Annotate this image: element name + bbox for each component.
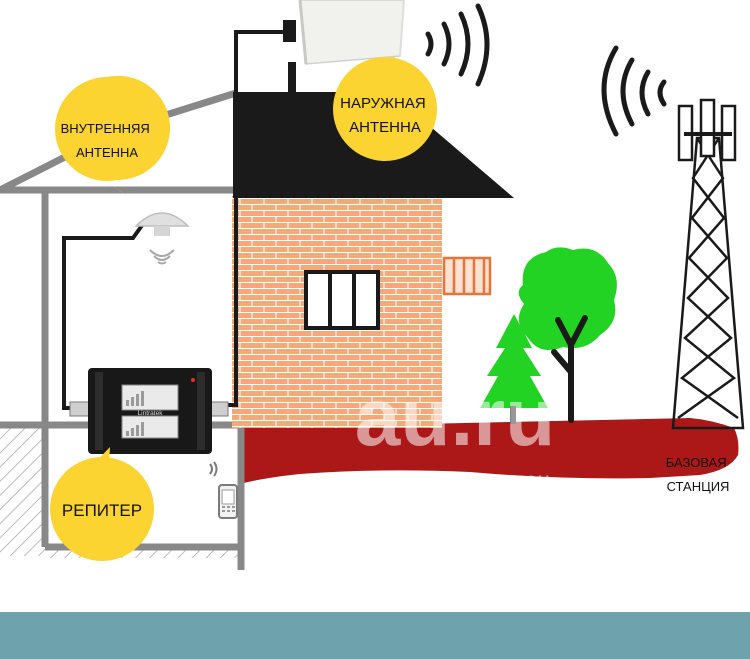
- outdoor-signal-icon: [425, 3, 490, 87]
- label-indoor-antenna-line2: АНТЕННА: [76, 145, 138, 160]
- callout-outdoor-antenna: НАРУЖНАЯ АНТЕННА: [333, 56, 437, 161]
- tower-signal-icon: [601, 45, 667, 137]
- label-base-station-line2: СТАНЦИЯ: [667, 479, 730, 494]
- indoor-cable: [62, 222, 145, 410]
- label-indoor-antenna-line1: ВНУТРЕННЯЯ: [61, 121, 150, 136]
- bottom-band: [0, 612, 750, 659]
- label-base-station-line1: БАЗОВАЯ: [666, 455, 727, 470]
- ground: [240, 418, 739, 484]
- label-repeater: РЕПИТЕР: [62, 501, 142, 520]
- outdoor-cable: [227, 30, 283, 407]
- repeater-device: Lintratek: [69, 368, 229, 454]
- callout-repeater: РЕПИТЕР: [50, 447, 154, 561]
- svg-text:НАРУЖНАЯ АНТЕННА: НАРУЖНАЯ АНТЕННА: [340, 95, 430, 136]
- outdoor-antenna: [283, 0, 405, 65]
- label-outdoor-antenna-line1: НАРУЖНАЯ: [340, 95, 426, 112]
- balcony: [442, 256, 492, 296]
- repeater-brand: Lintratek: [138, 410, 164, 417]
- base-station-tower: [671, 98, 745, 430]
- svg-text:ВНУТРЕННЯЯ АНТЕННА: ВНУТРЕННЯЯ АНТЕННА: [61, 121, 154, 160]
- tree-fir: [480, 314, 548, 424]
- earth-left: [0, 426, 42, 556]
- label-outdoor-antenna-line2: АНТЕННА: [349, 119, 421, 136]
- callout-indoor-antenna: ВНУТРЕННЯЯ АНТЕННА: [55, 75, 171, 204]
- tree-deciduous: [518, 247, 617, 423]
- label-base-station: БАЗОВАЯ СТАНЦИЯ: [666, 455, 731, 494]
- watermark-logo: au.ru: [355, 372, 555, 463]
- house-window: [304, 270, 380, 330]
- indoor-antenna: [134, 212, 190, 265]
- indoor-signal-icon: [149, 249, 175, 265]
- watermark-tagline: интернет-аукцион: [360, 467, 550, 493]
- mobile-phone-icon: [209, 461, 238, 519]
- chimney: [288, 62, 296, 108]
